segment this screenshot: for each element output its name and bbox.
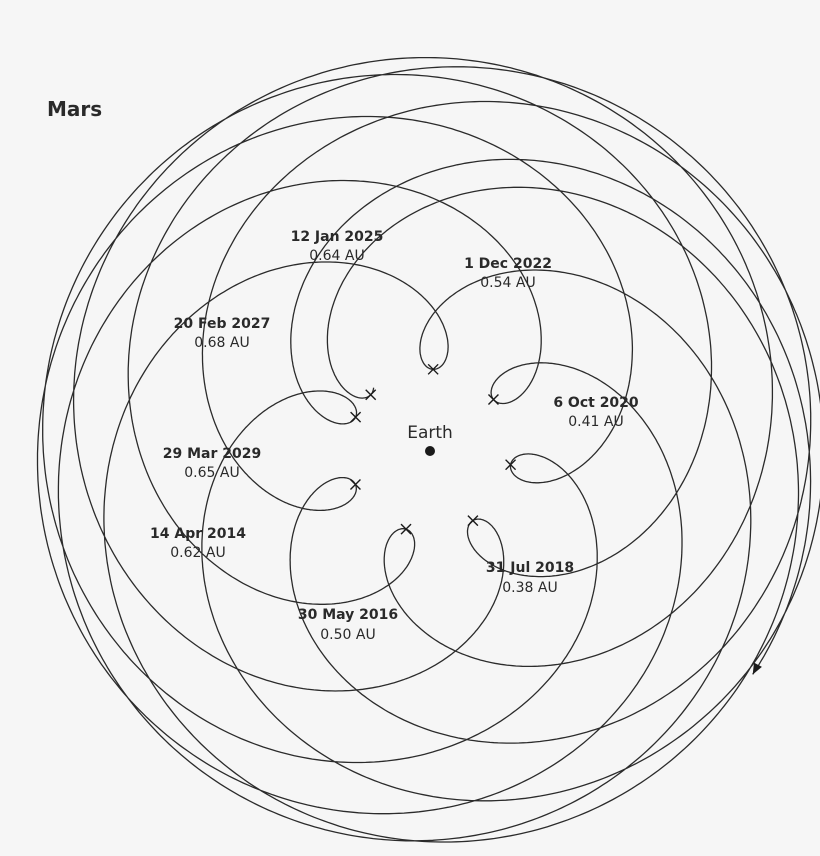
opposition-label-2027: 20 Feb 2027 0.68 AU	[174, 316, 271, 351]
earth-dot	[425, 446, 435, 456]
opposition-date: 14 Apr 2014	[150, 526, 246, 542]
opposition-distance: 0.68 AU	[194, 335, 249, 351]
opposition-distance: 0.65 AU	[184, 465, 239, 481]
opposition-label-2022: 1 Dec 2022 0.54 AU	[464, 256, 552, 291]
mars-geocentric-path	[36, 56, 820, 843]
opposition-label-2029: 29 Mar 2029 0.65 AU	[163, 446, 261, 481]
opposition-marker	[427, 363, 439, 375]
opposition-marker	[350, 411, 362, 423]
mars-path-layer	[36, 56, 820, 843]
opposition-date: 1 Dec 2022	[464, 256, 552, 272]
opposition-date: 12 Jan 2025	[291, 229, 384, 245]
opposition-marker	[505, 459, 517, 471]
opposition-label-2018: 31 Jul 2018 0.38 AU	[486, 560, 574, 596]
opposition-distance: 0.64 AU	[309, 248, 364, 264]
opposition-date: 6 Oct 2020	[553, 395, 639, 411]
opposition-marker	[400, 523, 412, 535]
earth-label: Earth	[407, 423, 453, 443]
opposition-label-2025: 12 Jan 2025 0.64 AU	[291, 229, 384, 264]
opposition-distance: 0.38 AU	[502, 580, 557, 596]
opposition-label-2014: 14 Apr 2014 0.62 AU	[150, 526, 246, 561]
opposition-distance: 0.54 AU	[480, 275, 535, 291]
opposition-date: 20 Feb 2027	[174, 316, 271, 332]
diagram-title: Mars	[47, 97, 102, 121]
opposition-label-2020: 6 Oct 2020 0.41 AU	[553, 395, 639, 430]
opposition-date: 31 Jul 2018	[486, 560, 574, 576]
opposition-markers	[349, 363, 517, 535]
opposition-distance: 0.62 AU	[170, 545, 225, 561]
opposition-marker	[487, 393, 499, 405]
opposition-distance: 0.41 AU	[568, 414, 623, 430]
opposition-date: 30 May 2016	[298, 607, 398, 623]
opposition-marker	[365, 389, 377, 401]
opposition-label-2016: 30 May 2016 0.50 AU	[298, 607, 398, 643]
opposition-marker	[349, 479, 361, 491]
opposition-distance: 0.50 AU	[320, 627, 375, 643]
opposition-marker	[467, 515, 479, 527]
path-direction-arrow	[752, 662, 762, 675]
opposition-date: 29 Mar 2029	[163, 446, 261, 462]
